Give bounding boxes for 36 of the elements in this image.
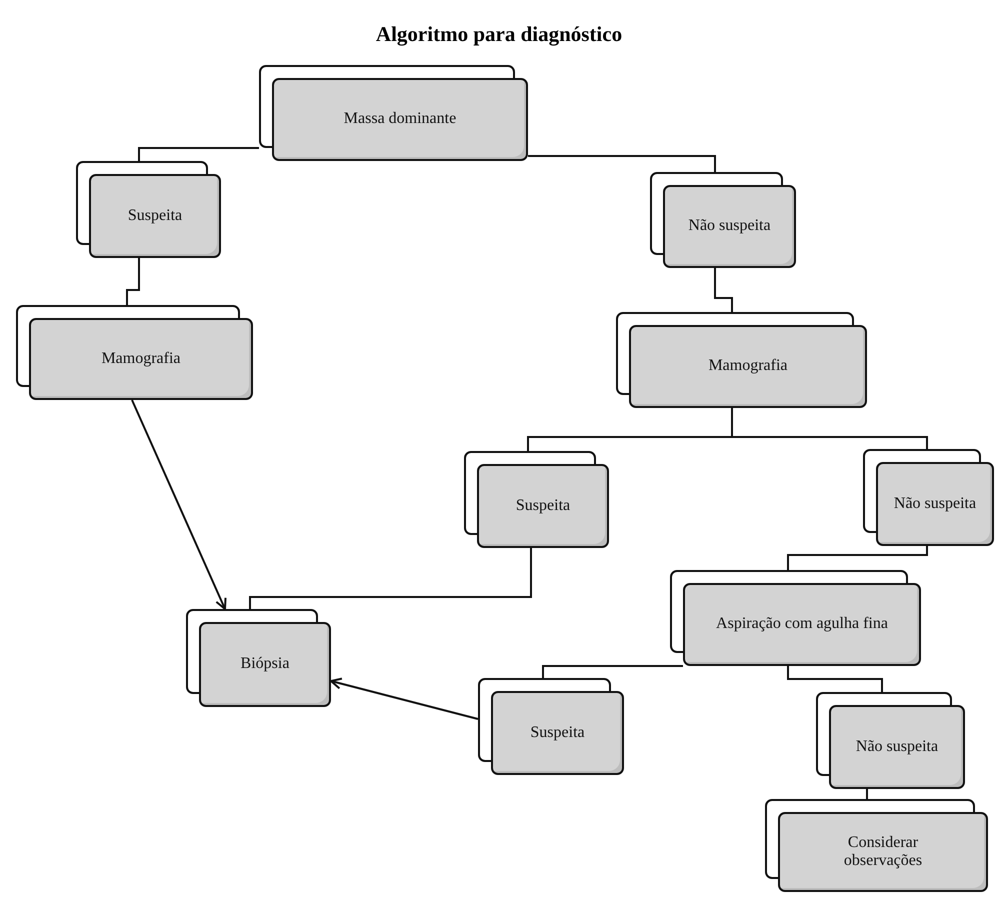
stacked-box bbox=[16, 305, 253, 400]
stacked-box bbox=[616, 312, 867, 408]
box-label: Suspeita bbox=[128, 206, 182, 226]
box-label: Não suspeita bbox=[856, 738, 938, 756]
box-label: Suspeita bbox=[516, 496, 570, 516]
stacked-box bbox=[186, 609, 331, 707]
connector-line bbox=[249, 548, 532, 609]
connector-line bbox=[138, 147, 259, 161]
connector-line bbox=[714, 268, 733, 312]
stacked-box bbox=[670, 570, 921, 666]
box-label: Massa dominante bbox=[344, 110, 456, 129]
stacked-box bbox=[765, 799, 988, 892]
connector-line bbox=[542, 665, 683, 678]
connector-line bbox=[866, 789, 868, 799]
stacked-box bbox=[863, 449, 994, 546]
box-label: Mamografia bbox=[101, 350, 181, 368]
diagram-title: Algoritmo para diagnóstico bbox=[376, 22, 622, 47]
connector-line bbox=[528, 155, 716, 172]
stacked-box bbox=[478, 678, 624, 775]
box-label: Aspiração com agulha fina bbox=[716, 615, 888, 634]
stacked-box bbox=[816, 692, 965, 789]
connector-line bbox=[787, 666, 883, 692]
box-label: Biópsia bbox=[240, 655, 290, 674]
connector-line bbox=[787, 546, 928, 570]
box-label: Suspeita bbox=[530, 724, 585, 742]
connector-line bbox=[126, 258, 140, 305]
stacked-box bbox=[650, 172, 796, 268]
box-label: Mamografia bbox=[708, 357, 788, 376]
box-label: Considerar observações bbox=[842, 834, 924, 870]
box-label: Não suspeita bbox=[894, 494, 976, 514]
stacked-box bbox=[464, 451, 609, 548]
arrow bbox=[131, 400, 226, 610]
box-label: Não suspeita bbox=[688, 217, 771, 236]
stacked-box bbox=[76, 161, 221, 258]
arrow bbox=[330, 678, 478, 720]
stacked-box bbox=[259, 65, 528, 161]
